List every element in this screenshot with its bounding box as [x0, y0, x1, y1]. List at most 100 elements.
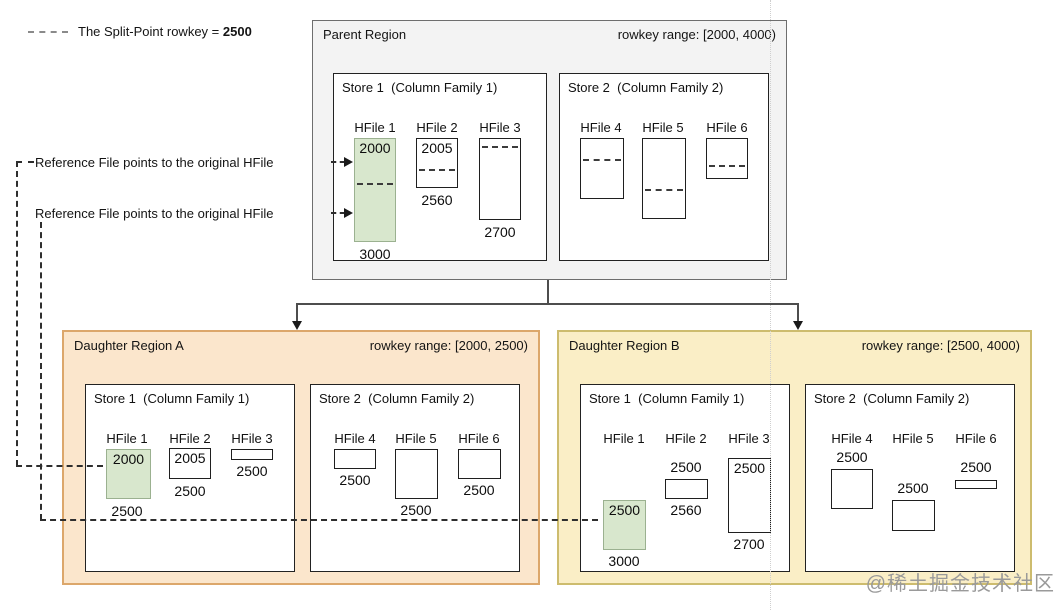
hfile-start-key: 2005 — [174, 450, 206, 466]
hfile-label: HFile 5 — [395, 431, 437, 446]
daughter-b-hfile1-box: 2500 — [603, 500, 646, 550]
legend-label: The Split-Point rowkey = — [78, 24, 223, 39]
reference-file-note-2: Reference File points to the original HF… — [35, 206, 274, 221]
daughter-a-title: Daughter Region A — [74, 338, 184, 353]
daughter-b-hfile3-box: 2500 — [728, 458, 771, 533]
split-point-line — [482, 146, 518, 148]
parent-region-rowkey-range: rowkey range: [2000, 4000) — [617, 27, 776, 42]
ref2-arrowhead-icon — [344, 208, 353, 218]
daughter-b-hfile5-box — [892, 500, 935, 531]
legend-text: The Split-Point rowkey = 2500 — [78, 24, 252, 39]
daughter-a-hfile5-box — [395, 449, 438, 499]
split-connector-stem — [547, 280, 549, 305]
split-point-line — [357, 183, 393, 185]
parent-region-title: Parent Region — [323, 27, 407, 42]
daughter-a-hfile4-box — [334, 449, 376, 469]
daughter-b-title: Daughter Region B — [569, 338, 680, 353]
ref1-arrowhead-icon — [344, 157, 353, 167]
hfile-end-key: 2500 — [463, 482, 495, 498]
daughter-region-b: Daughter Region B rowkey range: [2500, 4… — [557, 330, 1032, 585]
daughter-a-hfile3-box — [231, 449, 273, 460]
store-title: Store 2 (Column Family 2) — [319, 391, 475, 406]
hfile-start-key: 2000 — [112, 451, 145, 467]
daughter-a-hfile2-box: 2005 — [169, 448, 211, 479]
store-title: Store 1 (Column Family 1) — [589, 391, 745, 406]
hfile-start-key: 2500 — [733, 460, 766, 476]
hfile-label: HFile 5 — [642, 120, 684, 135]
daughter-a-hfile1-box: 2000 — [106, 449, 151, 499]
hfile-label: HFile 3 — [479, 120, 521, 135]
split-point-line — [583, 159, 621, 161]
hfile-end-key: 2700 — [733, 536, 765, 552]
hfile-end-key: 2500 — [400, 502, 432, 518]
split-connector-left — [296, 303, 298, 323]
hfile-end-key: 2500 — [174, 483, 206, 499]
ref1-dash-to-daughter-a — [16, 465, 103, 467]
hfile-label: HFile 5 — [892, 431, 934, 446]
hfile-label: HFile 6 — [706, 120, 748, 135]
split-point-line — [419, 169, 455, 171]
ref2-dash-to-daughter-b — [40, 519, 598, 521]
hfile-label: HFile 4 — [831, 431, 873, 446]
parent-region: Parent Region rowkey range: [2000, 4000)… — [312, 20, 787, 280]
daughter-a-rowkey-range: rowkey range: [2000, 2500) — [369, 338, 528, 353]
parent-hfile5-box — [642, 138, 686, 219]
hfile-label: HFile 6 — [458, 431, 500, 446]
store-title: Store 2 (Column Family 2) — [568, 80, 724, 95]
hfile-start-key: 2500 — [897, 480, 929, 496]
hfile-label: HFile 2 — [416, 120, 458, 135]
hfile-label: HFile 3 — [231, 431, 273, 446]
daughter-b-hfile2-box — [665, 479, 708, 499]
hfile-label: HFile 4 — [334, 431, 376, 446]
split-connector-crossbar — [296, 303, 799, 305]
daughter-b-rowkey-range: rowkey range: [2500, 4000) — [861, 338, 1020, 353]
hfile-label: HFile 1 — [603, 431, 645, 446]
hfile-label: HFile 2 — [169, 431, 211, 446]
parent-hfile3-box — [479, 138, 521, 220]
daughter-a-store-1: Store 1 (Column Family 1) HFile 1 2000 2… — [85, 384, 295, 572]
hfile-end-key: 3000 — [608, 553, 640, 569]
daughter-b-store-1: Store 1 (Column Family 1) HFile 1 2500 3… — [580, 384, 790, 572]
daughter-region-a: Daughter Region A rowkey range: [2000, 2… — [62, 330, 540, 585]
ref1-dash-arrow-line — [331, 161, 345, 163]
parent-store-1: Store 1 (Column Family 1) HFile 1 2000 3… — [333, 73, 547, 262]
hfile-end-key: 2560 — [421, 192, 453, 208]
arrow-to-daughter-b-icon — [793, 321, 803, 330]
hfile-end-key: 2560 — [670, 502, 702, 518]
ref1-dash-left — [16, 161, 34, 163]
ref1-dash-vertical — [16, 161, 18, 466]
hfile-end-key: 2500 — [236, 463, 268, 479]
hfile-end-key: 2500 — [339, 472, 371, 488]
legend-value: 2500 — [222, 24, 252, 39]
hfile-start-key: 2500 — [960, 459, 992, 475]
hfile-end-key: 3000 — [359, 246, 391, 262]
hfile-start-key: 2005 — [421, 140, 453, 156]
daughter-b-hfile4-box — [831, 469, 873, 509]
parent-hfile2-box: 2005 — [416, 138, 458, 188]
parent-hfile1-box: 2000 — [354, 138, 396, 242]
split-point-line — [645, 189, 683, 191]
store-title: Store 1 (Column Family 1) — [342, 80, 498, 95]
hfile-start-key: 2500 — [670, 459, 702, 475]
split-connector-right — [797, 303, 799, 323]
daughter-b-store-2: Store 2 (Column Family 2) HFile 4 2500 H… — [805, 384, 1015, 572]
store-title: Store 2 (Column Family 2) — [814, 391, 970, 406]
ref2-dash-vertical — [40, 222, 42, 520]
hfile-start-key: 2500 — [608, 502, 641, 518]
ref2-dash-arrow-line — [331, 212, 345, 214]
daughter-a-store-2: Store 2 (Column Family 2) HFile 4 2500 H… — [310, 384, 520, 572]
hfile-start-key: 2500 — [836, 449, 868, 465]
hfile-label: HFile 2 — [665, 431, 707, 446]
parent-hfile4-box — [580, 138, 624, 199]
page-fold-line — [770, 0, 771, 610]
parent-hfile6-box — [706, 138, 748, 179]
hfile-label: HFile 1 — [106, 431, 148, 446]
hfile-label: HFile 1 — [354, 120, 396, 135]
arrow-to-daughter-a-icon — [292, 321, 302, 330]
daughter-b-hfile6-box — [955, 480, 997, 489]
hfile-label: HFile 4 — [580, 120, 622, 135]
hfile-start-key: 2000 — [359, 140, 391, 156]
split-point-line — [709, 165, 745, 167]
hfile-end-key: 2500 — [111, 503, 143, 519]
